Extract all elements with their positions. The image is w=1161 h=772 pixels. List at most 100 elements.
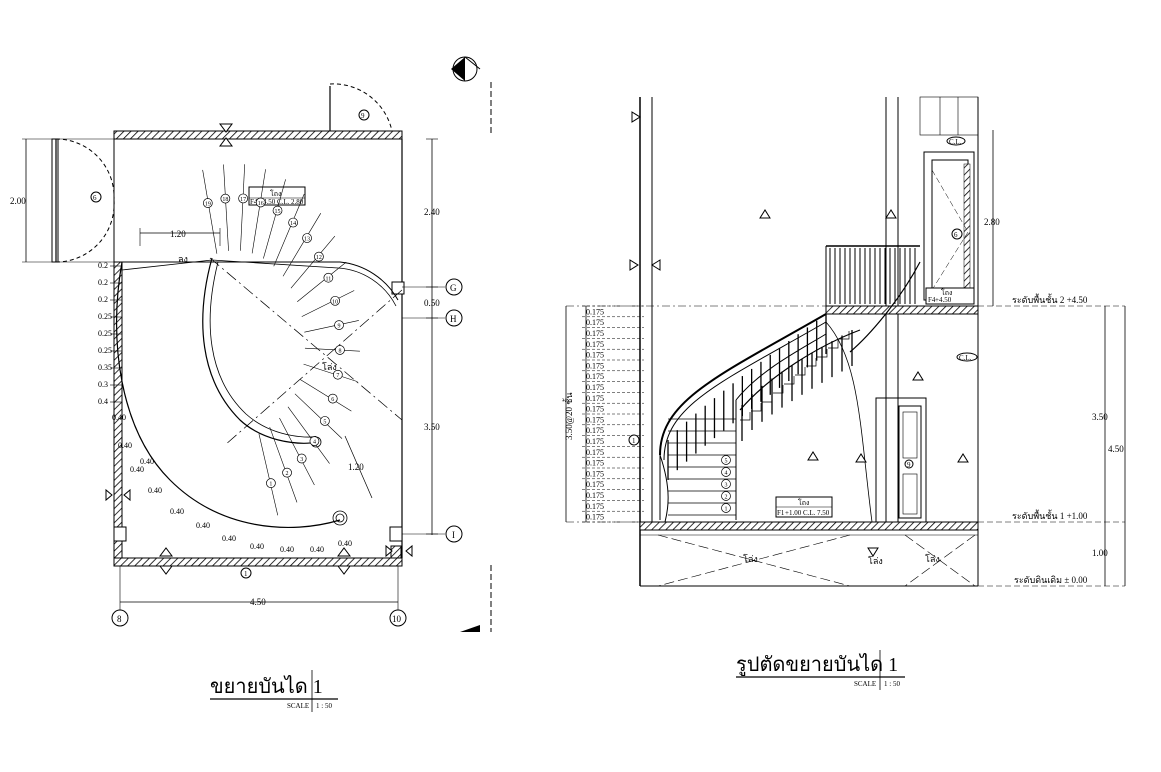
plan-tag-title: โถง — [270, 189, 281, 198]
plan-step-number: 5 — [323, 419, 326, 425]
plan-bottom-width: 0.40 — [140, 457, 154, 466]
north-arrow-icon — [451, 56, 492, 632]
plan-left-width: 0.3 — [98, 380, 108, 389]
plan-step-line — [297, 261, 347, 303]
plan-bottom-width: 0.40 — [280, 545, 294, 554]
section-upper-railing — [825, 245, 920, 306]
section-riser-value: 0.175 — [586, 513, 604, 522]
plan-step-marker — [334, 320, 344, 330]
plan-step-marker — [266, 478, 276, 488]
plan-bottom-width: 0.40 — [130, 465, 144, 474]
plan-left-width: 0.2 — [98, 295, 108, 304]
plan-step-marker — [288, 217, 298, 228]
plan-step-number: 14 — [290, 221, 296, 227]
plan-dim-right-mid: 0.50 — [424, 298, 440, 308]
section-tag-upper-title: โถง — [941, 288, 952, 297]
plan-step-line — [282, 213, 322, 277]
plan-step-number: 13 — [304, 237, 310, 243]
plan-step-marker — [255, 197, 266, 208]
plan-step-line — [223, 164, 229, 251]
plan-step-number: 18 — [222, 197, 228, 203]
plan-step-marker — [323, 272, 334, 283]
plan-step-lines — [202, 164, 360, 516]
plan-step-line — [240, 164, 245, 251]
section-step-marker — [721, 467, 731, 477]
plan-wall-bottom — [113, 557, 403, 567]
plan-spiral-stair — [115, 257, 399, 528]
plan-tag-cl: C.L. — [277, 198, 290, 206]
plan-grid-h: H — [450, 314, 457, 324]
plan-marker-bottom: 1 — [244, 570, 248, 578]
plan-step-number: 2 — [286, 471, 289, 477]
plan-grid-i: I — [452, 530, 455, 540]
plan-step-number: 10 — [332, 299, 338, 305]
section-tag-upper-level: +4.50 — [935, 296, 952, 304]
plan-step-marker — [296, 453, 307, 464]
plan-title-block: ขยายบันได 1 SCALE 1 : 50 — [210, 670, 338, 712]
plan-dim-door: 2.00 — [10, 196, 26, 206]
plan-step-line — [251, 169, 266, 254]
section-dim-top: 2.80 — [984, 217, 1000, 227]
section-tag-lower-height: 7.50 — [817, 509, 830, 517]
section-riser-value: 0.175 — [586, 318, 604, 327]
section-stair-treads — [668, 331, 850, 516]
plan-bottom-width: 0.40 — [338, 539, 352, 548]
plan-step-line — [279, 417, 315, 486]
plan-step-line — [273, 193, 305, 267]
plan-title: ขยายบันได 1 — [210, 675, 323, 698]
plan-step-number: 16 — [258, 201, 264, 207]
section-tag-upper-code: F4 — [928, 296, 936, 304]
plan-tag-height: 2.80 — [291, 198, 304, 206]
plan-bottom-width: 0.40 — [112, 413, 126, 422]
plan-step-line — [304, 347, 360, 352]
plan-bottom-width: 0.40 — [196, 521, 210, 530]
plan-step-number: 8 — [338, 348, 341, 354]
section-riser-value: 0.175 — [586, 340, 604, 349]
section-riser-value: 0.175 — [586, 405, 604, 414]
section-tag-lower-title: โถง — [798, 498, 809, 507]
section-tag-lower-cl: C.L. — [803, 509, 816, 517]
section-riser-value: 0.175 — [586, 361, 604, 370]
plan-step-number: 17 — [240, 197, 246, 203]
plan-step-line — [294, 393, 343, 439]
plan-step-number: 9 — [338, 324, 341, 330]
section-riser-value: 0.175 — [586, 329, 604, 338]
section-scale-value: 1 : 50 — [884, 680, 900, 688]
section-tread-step — [806, 358, 817, 367]
plan-tag-code: F4 — [250, 198, 258, 206]
plan-step-number: 12 — [316, 255, 322, 261]
plan-step-marker — [238, 193, 248, 204]
section-view-markers — [629, 111, 969, 557]
plan-dim-tread-diag: 1.20 — [348, 462, 364, 472]
section-marker-door-low: 9 — [907, 461, 911, 469]
plan-left-width: 0.4 — [98, 397, 108, 406]
plan-step-line — [303, 363, 358, 382]
plan-left-width: 0.2 — [98, 278, 108, 287]
section-step-number: 5 — [725, 459, 728, 465]
plan-step-number: 19 — [205, 202, 211, 208]
section-tread-step — [839, 331, 850, 340]
plan-step-line — [263, 179, 286, 259]
section-level-2: ระดับพื้นชั้น 2 +4.50 — [1012, 293, 1088, 305]
plan-dim-right-top: 2.40 — [424, 207, 440, 217]
plan-step-marker — [320, 416, 330, 426]
section-tag-lower-level: +1.00 — [785, 509, 802, 517]
section-tread-step — [773, 385, 784, 394]
plan-step-marker — [330, 295, 340, 306]
section-riser-value: 0.175 — [586, 480, 604, 489]
plan-bottom-width: 0.40 — [250, 542, 264, 551]
plan-step-marker — [309, 436, 320, 446]
section-dim-mid: 3.50 — [1092, 412, 1108, 422]
section-riser-value: 0.175 — [586, 307, 604, 316]
plan-scale-label: SCALE — [287, 702, 309, 710]
plan-step-marker — [282, 467, 292, 478]
section-riser-value: 0.175 — [586, 372, 604, 381]
plan-bottom-width: 0.40 — [118, 441, 132, 450]
plan-marker-door-top: 9 — [361, 112, 365, 120]
section-step-marker — [721, 455, 731, 465]
section-riser-value: 0.175 — [586, 448, 604, 457]
section-marker-door: 6 — [954, 231, 958, 239]
plan-left-width: 0.25 — [98, 346, 112, 355]
